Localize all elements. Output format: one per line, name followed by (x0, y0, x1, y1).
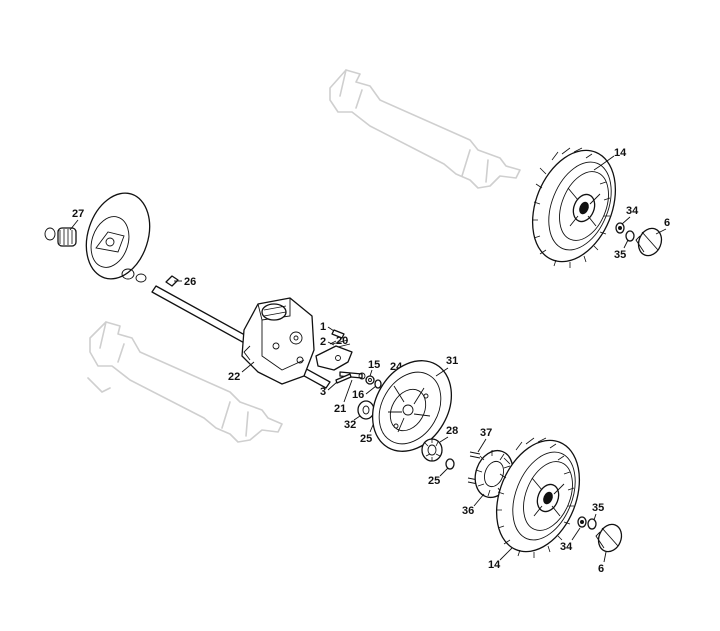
callout-31: 31 (435, 355, 458, 377)
callout-37: 37 (477, 427, 492, 453)
callout-16: 16 (352, 385, 377, 401)
callout-6-bottom: 6 (598, 551, 607, 575)
label-21: 21 (334, 403, 346, 415)
label-6-top: 6 (664, 217, 670, 229)
callout-25-lower: 25 (428, 467, 449, 487)
label-37: 37 (480, 427, 492, 439)
bracket-20-part (315, 345, 353, 371)
label-36: 36 (462, 505, 474, 517)
callout-3: 3 (320, 381, 338, 398)
callout-22: 22 (228, 361, 255, 383)
callout-14-bottom: 14 (488, 547, 513, 571)
ring-25-lower-part (445, 458, 455, 470)
callout-21: 21 (334, 379, 353, 415)
label-34-bottom: 34 (560, 541, 573, 553)
callout-14-top: 14 (599, 147, 627, 167)
callout-34-top: 34 (621, 205, 639, 225)
washer-16-part (374, 379, 382, 389)
callout-2: 2 (320, 336, 335, 348)
ghost-lower-frame (87, 321, 283, 443)
callout-27: 27 (69, 208, 84, 231)
label-14-top: 14 (614, 147, 627, 159)
washer-35-top-part (625, 230, 635, 242)
label-35-bottom: 35 (592, 502, 604, 514)
bushing-34-top-part (615, 222, 625, 234)
label-1: 1 (320, 321, 326, 333)
gearbox-part (241, 297, 315, 385)
ghost-upper-frame (329, 69, 521, 189)
callout-34-bottom: 34 (560, 527, 581, 553)
label-15: 15 (368, 359, 380, 371)
wheel-top-part (531, 147, 617, 268)
pinion-27-part (44, 227, 77, 247)
callout-1: 1 (320, 321, 335, 333)
cover-31-part (372, 360, 452, 452)
label-16: 16 (352, 389, 364, 401)
callout-20: 20 (329, 335, 348, 347)
pin-1-part (331, 329, 345, 339)
label-20: 20 (336, 335, 348, 347)
label-26: 26 (184, 276, 196, 288)
callout-35-top: 35 (614, 239, 629, 261)
callout-26: 26 (174, 276, 196, 288)
cap-6-bottom-part (595, 523, 623, 553)
callout-35-bottom: 35 (592, 502, 604, 521)
label-2: 2 (320, 336, 326, 348)
label-25-lower: 25 (428, 475, 440, 487)
label-3: 3 (320, 386, 326, 398)
cap-6-top-part (635, 227, 663, 257)
callout-28: 28 (439, 425, 458, 443)
pinion-28-part (421, 438, 443, 462)
label-14-bottom: 14 (488, 559, 501, 571)
label-25-upper: 25 (360, 433, 372, 445)
left-drive-disc (85, 192, 151, 283)
nut-15-part (365, 375, 375, 385)
callout-32: 32 (344, 415, 361, 431)
label-27: 27 (72, 208, 84, 220)
bushing-34-bottom-part (577, 516, 587, 528)
label-32: 32 (344, 419, 356, 431)
label-22: 22 (228, 371, 240, 383)
label-31: 31 (446, 355, 458, 367)
label-28: 28 (446, 425, 458, 437)
label-6-bottom: 6 (598, 563, 604, 575)
washer-35-bottom-part (587, 518, 597, 530)
callout-6-top: 6 (655, 217, 670, 235)
svg-text:34: 34 (626, 205, 639, 217)
callout-15: 15 (368, 359, 380, 377)
label-35-top: 35 (614, 249, 626, 261)
wheel-bottom-part (495, 437, 581, 558)
callout-36: 36 (462, 493, 485, 517)
